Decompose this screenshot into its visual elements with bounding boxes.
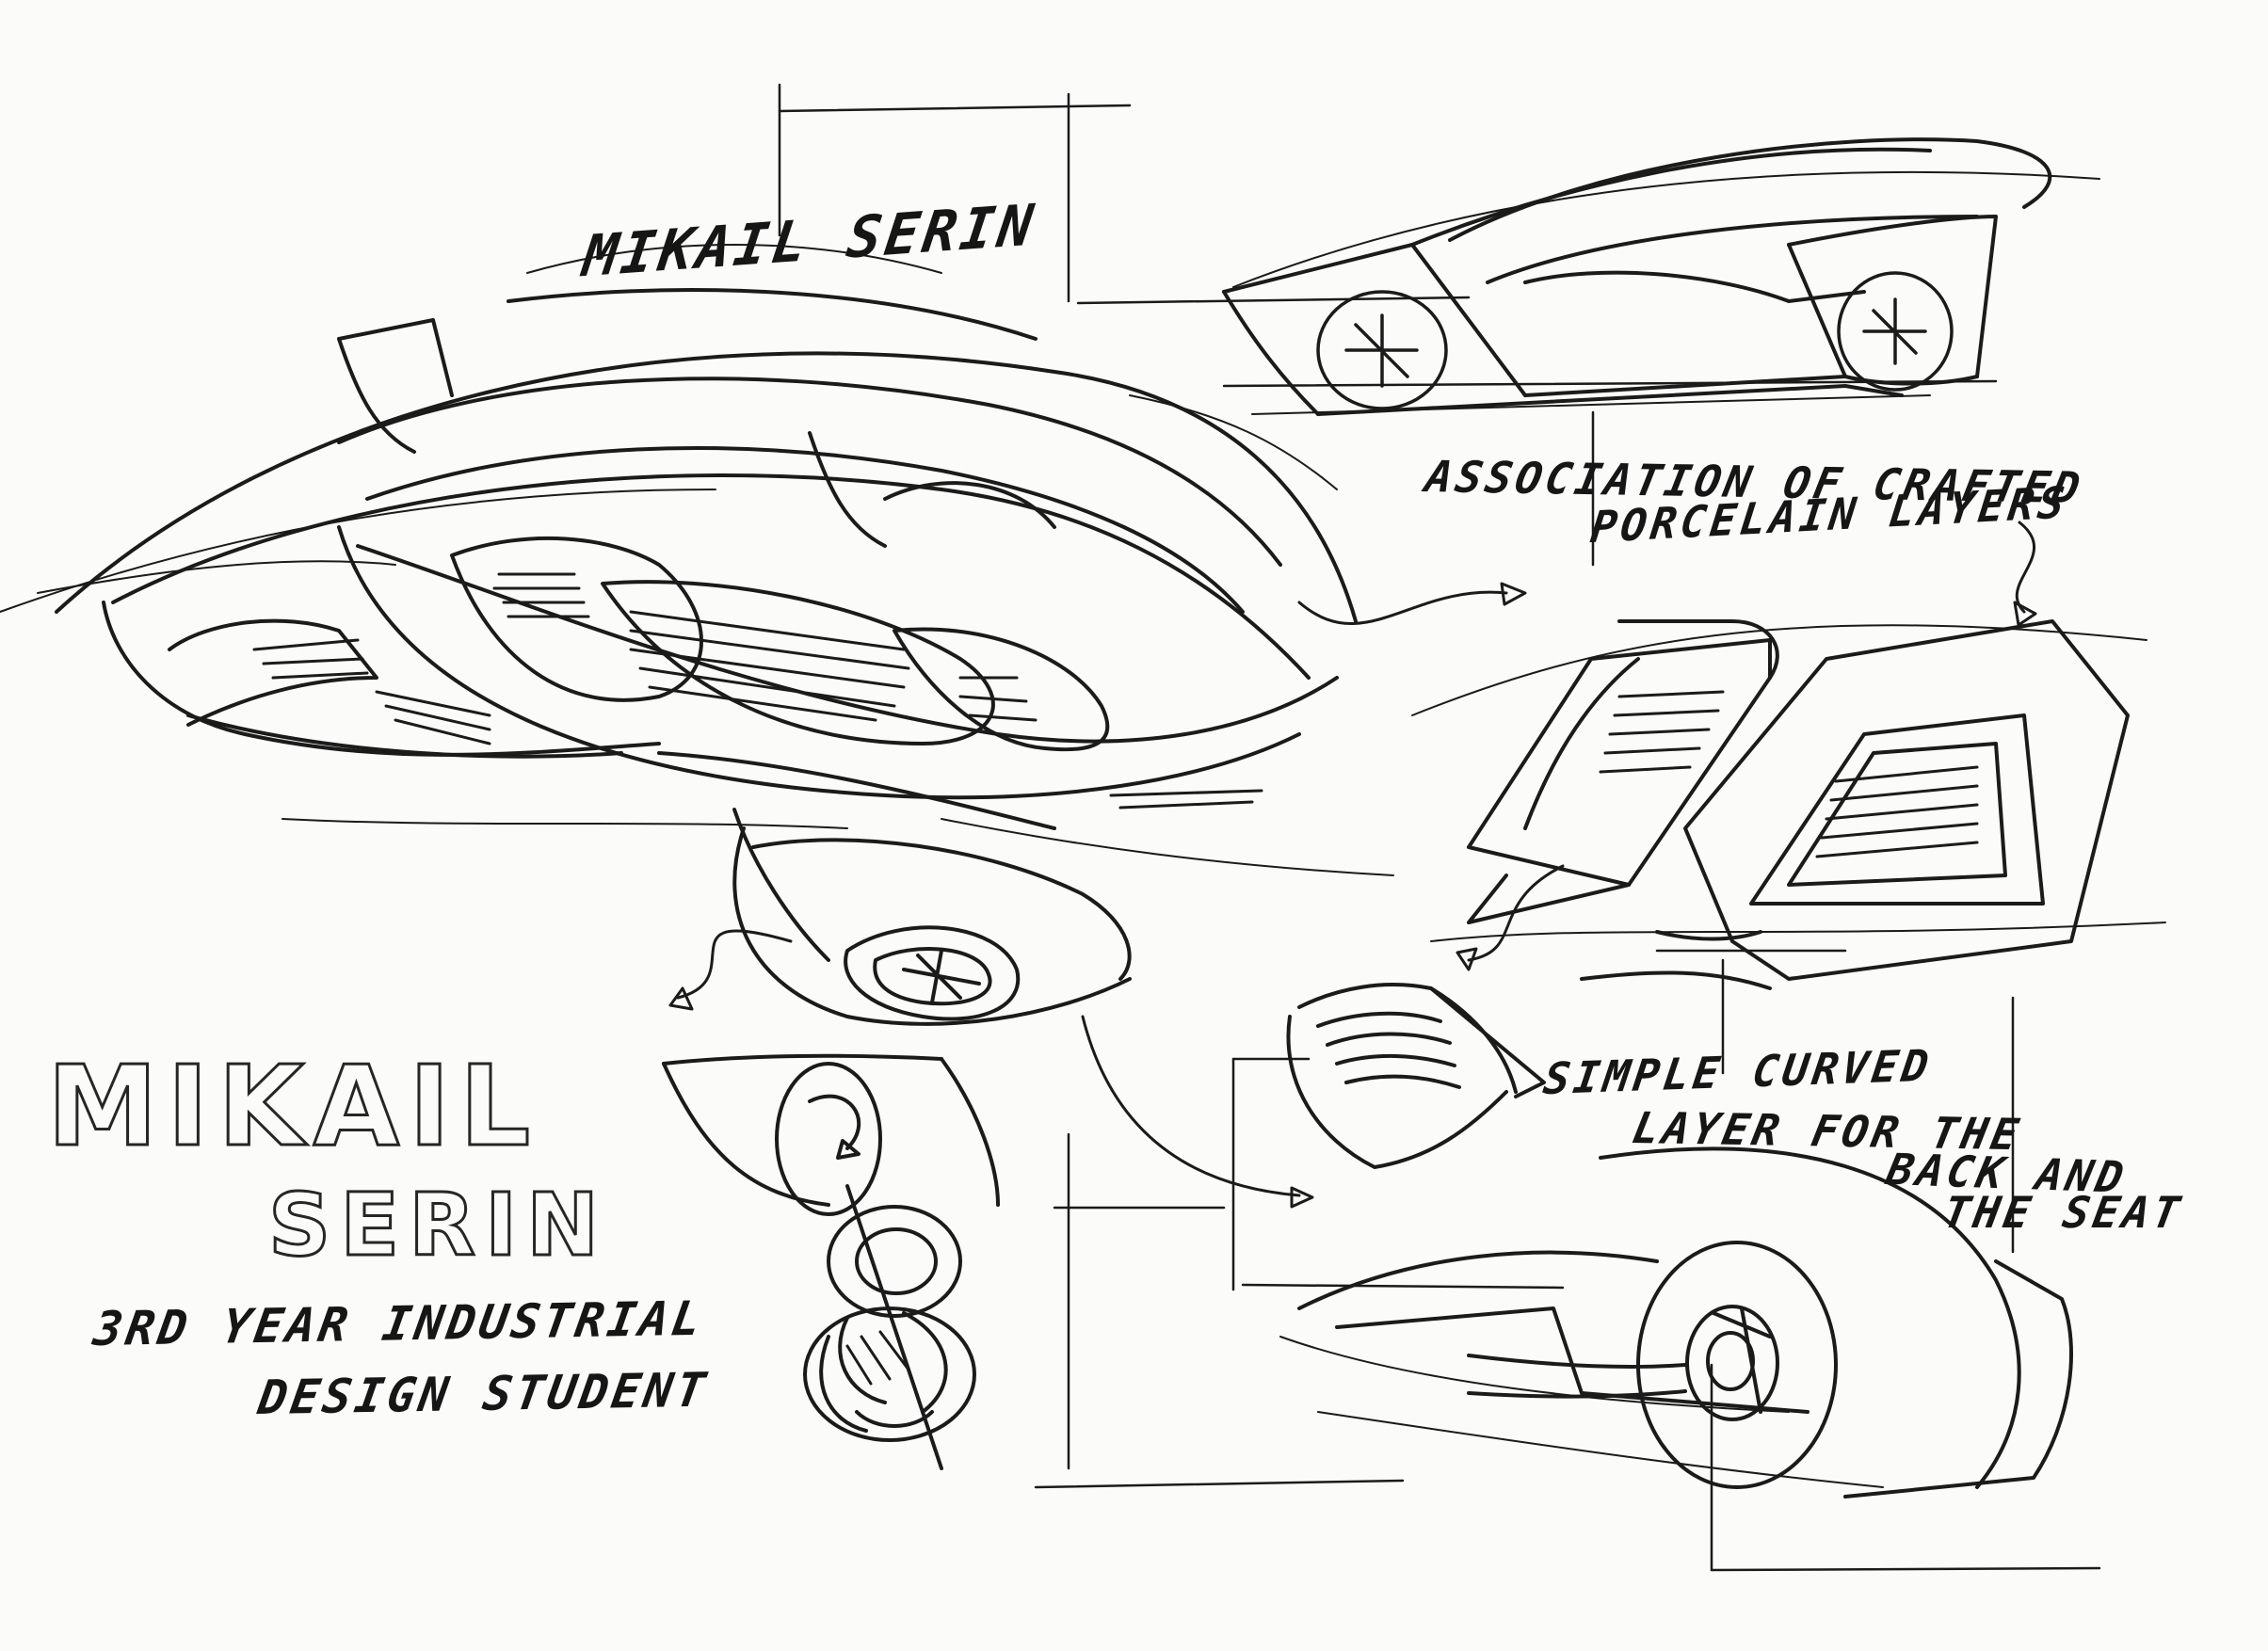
subtitle-line2: DESIGN STUDENT xyxy=(254,1362,713,1426)
vehicle-sketch-side xyxy=(1222,137,2100,416)
hub-detail-sketch xyxy=(662,1053,1000,1470)
name-first: MIKAIL xyxy=(45,1041,540,1171)
vehicle-sketch-main xyxy=(0,244,1527,1026)
construction-lines xyxy=(778,83,2101,1572)
name-last: SERIN xyxy=(266,1175,609,1275)
wheel-assembly-sketch xyxy=(1279,1146,2073,1499)
porcelain-layers-sketch xyxy=(1411,521,2166,990)
note-seat-line4: THE SEAT xyxy=(1939,1187,2188,1238)
subtitle-line1: 3RD YEAR INDUSTRIAL xyxy=(89,1290,709,1357)
seat-layer-sketch xyxy=(1081,983,1546,1209)
